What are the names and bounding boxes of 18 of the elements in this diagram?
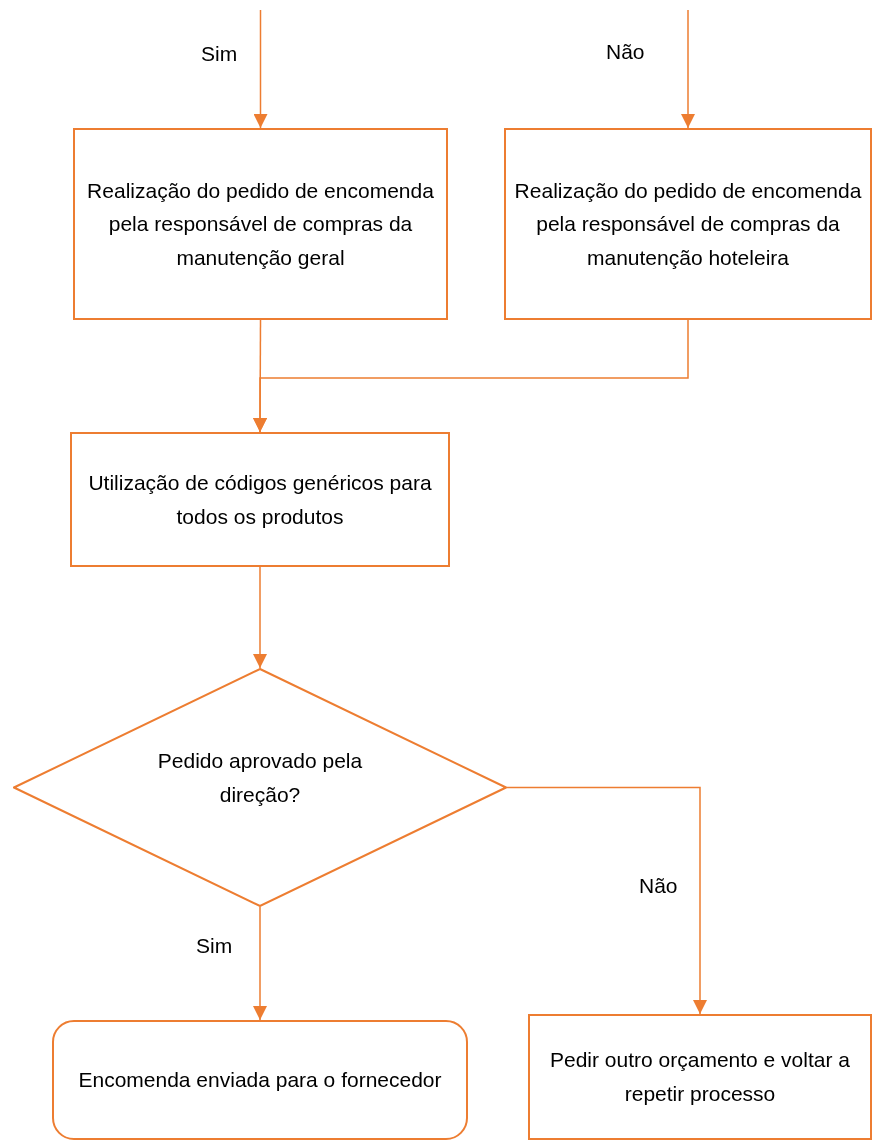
arrow [681, 9, 695, 129]
arrow [253, 9, 268, 129]
decision-diamond [13, 668, 507, 907]
process-box [504, 128, 872, 320]
process-box [528, 1014, 872, 1140]
node-text: Realização do pedido de encomenda pela responsável de compras da manutenção geral [86, 177, 435, 271]
node-text: Pedir outro orçamento e voltar a repetir processo [549, 1047, 851, 1107]
terminal-box [52, 1020, 468, 1140]
process-box [73, 128, 448, 320]
arrow [506, 786, 707, 1015]
node-text: Pedido aprovado pela direção? [156, 747, 364, 808]
process-box [70, 432, 450, 567]
arrow [253, 566, 267, 669]
arrow [253, 906, 267, 1021]
arrow [253, 319, 689, 433]
node-text: Realização do pedido de encomenda pela responsável de compras da manutenção hoteleira [514, 177, 862, 271]
node-text: Utilização de códigos genéricos para todos os produtos [87, 469, 433, 530]
node-text: Encomenda enviada para o fornecedor [78, 1067, 442, 1094]
